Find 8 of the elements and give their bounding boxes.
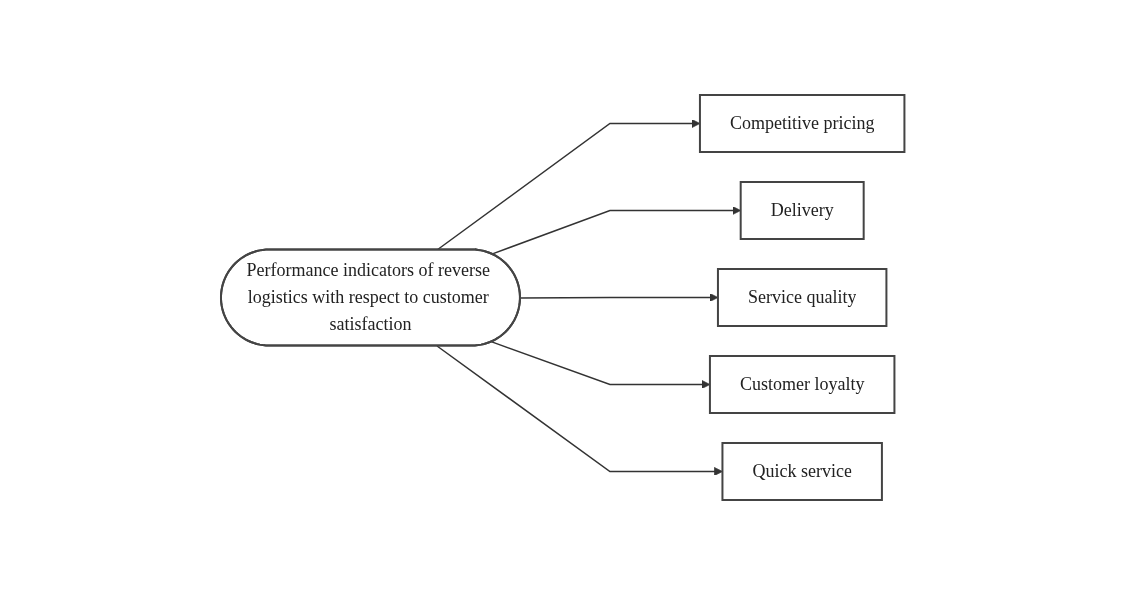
node-box: Service quality	[717, 268, 888, 327]
node-box: Customer loyalty	[709, 355, 896, 414]
node-box: Delivery	[739, 181, 865, 240]
arrow	[520, 293, 719, 302]
arrow	[436, 119, 701, 251]
arrow	[491, 341, 711, 389]
node-box: Quick service	[721, 442, 884, 501]
node-box: Competitive pricing	[699, 94, 906, 153]
